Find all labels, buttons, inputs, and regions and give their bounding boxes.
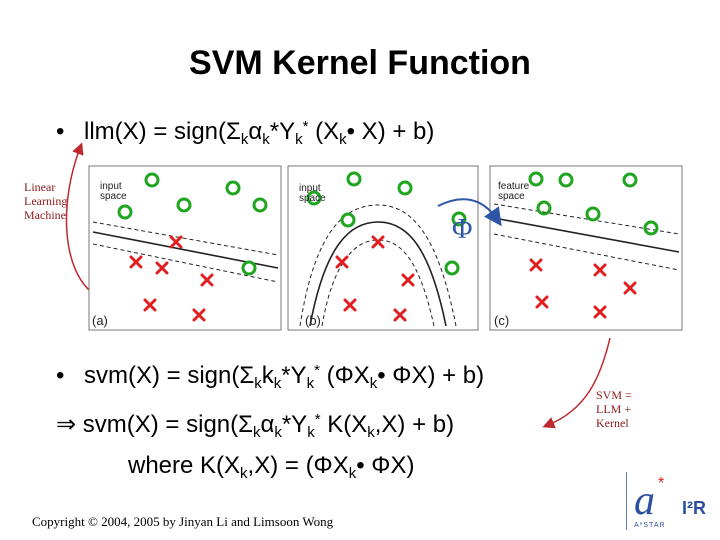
panel-b-space-label: input space: [299, 183, 326, 204]
mapping-arrow: [437, 198, 502, 227]
panel-c: [489, 165, 683, 331]
implies-arrow: ⇒: [56, 411, 77, 438]
negative-point-marker: [529, 258, 543, 272]
positive-point-marker: [252, 197, 268, 213]
panel-b-id: (b): [305, 313, 321, 328]
note-arrow-left: [65, 142, 96, 296]
positive-point-marker: [558, 172, 574, 188]
margin-curve: [299, 204, 457, 327]
positive-point-marker: [536, 200, 552, 216]
panel-c-id: (c): [494, 313, 510, 328]
negative-point-marker: [169, 235, 183, 249]
negative-point-marker: [393, 308, 407, 322]
negative-point-marker: [401, 273, 415, 287]
logo-text: I²R: [682, 498, 706, 518]
positive-point-marker: [144, 172, 160, 188]
negative-point-marker: [623, 281, 637, 295]
panel-a-space-label: input space: [100, 181, 127, 202]
svm-kernel-equation: ⇒ svm(X) = sign(Σkαk*Yk* K(Xk,X) + b): [56, 411, 455, 441]
positive-point-marker: [306, 190, 322, 206]
panel-c-space-label: feature space: [498, 181, 530, 202]
positive-point-marker: [241, 260, 257, 276]
negative-point-marker: [593, 263, 607, 277]
phi-symbol: Φ: [452, 214, 473, 245]
margin-line: [493, 233, 680, 271]
slide-title: SVM Kernel Function: [189, 44, 531, 82]
positive-point-marker: [585, 206, 601, 222]
astar-logo-icon: a *: [625, 472, 664, 530]
decision-line: [493, 217, 680, 253]
panel-a: [88, 165, 282, 331]
svm-equation: •svm(X) = sign(Σkkk*Yk* (ΦXk• ΦX) + b): [56, 362, 485, 392]
i2r-logo: a * I²R A*STAR: [625, 470, 716, 532]
svg-text:*: *: [658, 475, 664, 492]
logo-subtext: A*STAR: [634, 522, 666, 529]
positive-point-marker: [643, 220, 659, 236]
kernel-definition: where K(Xk,X) = (ΦXk• ΦX): [128, 452, 415, 482]
positive-point-marker: [117, 204, 133, 220]
linear-learning-machine-note: Linear Learning Machine: [24, 180, 68, 222]
svm-llm-kernel-note: SVM = LLM + Kernel: [596, 388, 632, 430]
negative-point-marker: [155, 261, 169, 275]
positive-point-marker: [622, 172, 638, 188]
copyright: Copyright © 2004, 2005 by Jinyan Li and …: [32, 514, 334, 529]
negative-point-marker: [535, 295, 549, 309]
margin-line: [493, 203, 680, 235]
negative-point-marker: [200, 273, 214, 287]
negative-point-marker: [371, 235, 385, 249]
positive-point-marker: [444, 260, 460, 276]
svg-text:a: a: [634, 478, 655, 524]
negative-point-marker: [143, 298, 157, 312]
positive-point-marker: [176, 197, 192, 213]
negative-point-marker: [335, 255, 349, 269]
positive-point-marker: [346, 171, 362, 187]
positive-point-marker: [225, 180, 241, 196]
negative-point-marker: [343, 298, 357, 312]
llm-equation: •llm(X) = sign(Σkαk*Yk* (Xk• X) + b): [56, 118, 435, 148]
positive-point-marker: [528, 171, 544, 187]
margin-curve: [321, 239, 435, 327]
panel-a-id: (a): [92, 313, 108, 328]
positive-point-marker: [397, 180, 413, 196]
margin-line: [92, 221, 279, 256]
note-arrow-right: [542, 337, 611, 429]
decision-curve: [309, 221, 447, 327]
negative-point-marker: [129, 255, 143, 269]
margin-line: [92, 243, 279, 283]
bullet: •: [56, 118, 65, 145]
negative-point-marker: [192, 308, 206, 322]
bullet: •: [56, 362, 65, 389]
positive-point-marker: [451, 211, 467, 227]
negative-point-marker: [593, 305, 607, 319]
positive-point-marker: [340, 212, 356, 228]
